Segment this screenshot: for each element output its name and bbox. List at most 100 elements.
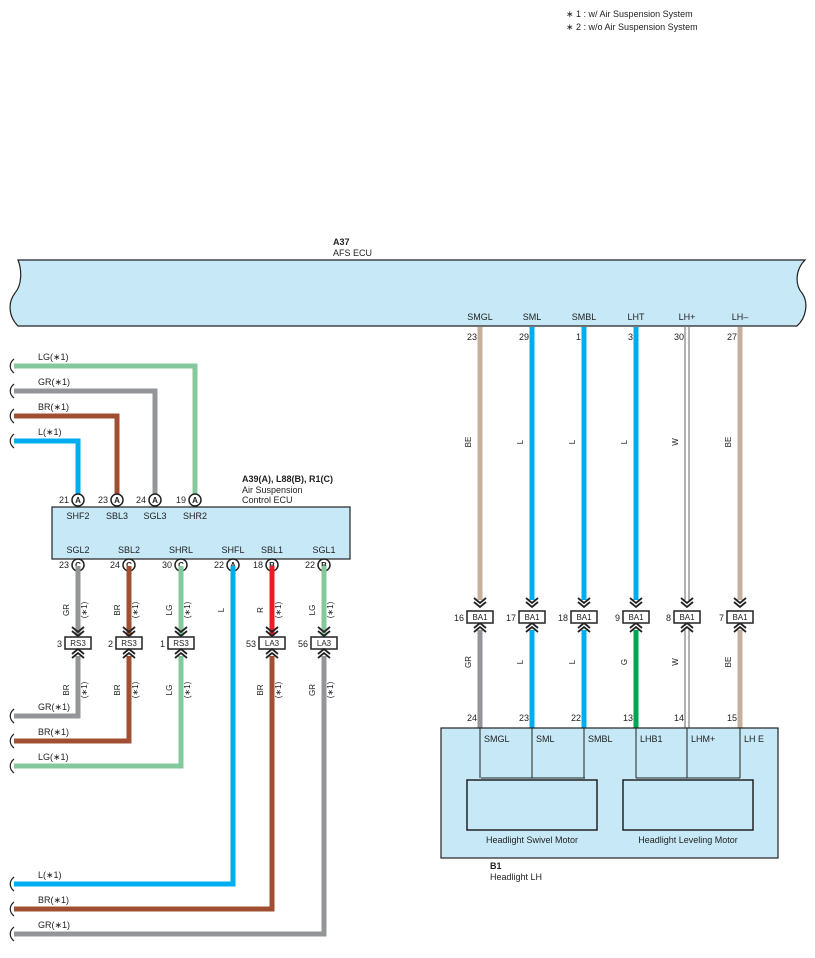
- afs-pin-name-0: SMGL: [467, 312, 493, 322]
- hl-pin-num-3: 13: [623, 713, 633, 723]
- hl-pin-num-0: 24: [467, 713, 477, 723]
- ba1-name-1: BA1: [524, 613, 540, 622]
- ba1-chev-0-0: [473, 625, 487, 633]
- afs-chev-5-0: [733, 597, 747, 605]
- lower-wire-color2-1: BR: [113, 684, 122, 695]
- hl-pin-name-0: SMGL: [484, 734, 510, 744]
- note-1: ∗ 1 : w/ Air Suspension System: [566, 9, 693, 19]
- ba1-name-0: BA1: [472, 613, 488, 622]
- ba1-name-2: BA1: [576, 613, 592, 622]
- lower-wire-color-0: GR: [62, 604, 71, 616]
- lower-chev-0-0: [71, 626, 85, 634]
- as-top-conn-1-ring: [110, 493, 124, 507]
- swivel-motor-box: [466, 779, 598, 831]
- ba1-num-1: 17: [506, 613, 516, 623]
- afs-wire-color-3: L: [620, 439, 629, 444]
- lower-conn-name-4: LA3: [265, 639, 280, 648]
- left-bottom-wires: L(∗1)BR(∗1)GR(∗1): [9, 566, 327, 942]
- as-top-conn-0: A: [75, 496, 81, 505]
- ba1-wire-color-4: W: [671, 658, 680, 666]
- lower-conn-pin-4: 53: [246, 639, 256, 649]
- afs-chev-2-1: [577, 601, 591, 609]
- afs-chev-5-1: [733, 601, 747, 609]
- left-top-break-0: [9, 358, 15, 374]
- as-top-conn-3: A: [192, 496, 198, 505]
- lower-conn-name-1: RS3: [121, 639, 137, 648]
- left-top-break-3: [9, 433, 15, 449]
- left-top-label-0: LG(∗1): [38, 352, 69, 362]
- as-bot-name-1: SBL2: [118, 545, 140, 555]
- afs-pin-num-4: 30: [674, 332, 684, 342]
- left-bot-wire-1: [14, 656, 275, 912]
- lower-chev-1-0: [122, 626, 136, 634]
- lower-conn-name-2: RS3: [173, 639, 189, 648]
- left-bot-break-1: [9, 901, 15, 917]
- lower-chev2-1-1: [122, 647, 136, 655]
- afs-wire-color-5: BE: [724, 437, 733, 448]
- as-top-num-3: 19: [176, 495, 186, 505]
- as-bot-num-0: 23: [59, 560, 69, 570]
- lower-conn-name-5: LA3: [317, 639, 332, 648]
- lower-conn-pin-0: 3: [57, 639, 62, 649]
- as-top-num-2: 24: [136, 495, 146, 505]
- as-top-name-2: SGL3: [143, 511, 166, 521]
- lower-wire-color-3: L: [217, 607, 226, 612]
- left-top-wire-0: [14, 363, 198, 497]
- left-mid-wire-1: [14, 656, 132, 744]
- afs-pin-name-2: SMBL: [572, 312, 597, 322]
- ba1-chev-3-0: [629, 625, 643, 633]
- lower-wire-color2-2: LG: [165, 685, 174, 696]
- left-mid-label-1: BR(∗1): [38, 727, 69, 737]
- ba1-name-4: BA1: [679, 613, 695, 622]
- lower-wire-note-0: (∗1): [80, 601, 89, 618]
- left-bot-label-0: L(∗1): [38, 870, 62, 880]
- afs-chev-2-0: [577, 597, 591, 605]
- lower-chev-5-0: [317, 626, 331, 634]
- lower-chev2-5-1: [317, 647, 331, 655]
- left-mid-wire-2: [14, 656, 184, 769]
- as-bot-conn-1: C: [126, 561, 132, 570]
- lower-chev-2-0: [174, 626, 188, 634]
- left-mid-break-1: [9, 733, 15, 749]
- as-bot-conn-2: C: [178, 561, 184, 570]
- as-bot-conn-0: C: [75, 561, 81, 570]
- as-bot-num-3: 22: [214, 560, 224, 570]
- lower-wire-note2-1: (∗1): [131, 681, 140, 698]
- left-top-label-1: GR(∗1): [38, 377, 70, 387]
- left-top-wires: LG(∗1)GR(∗1)BR(∗1)L(∗1): [9, 352, 198, 497]
- ba1-num-4: 8: [666, 613, 671, 623]
- as-top-conn-2-ring: [148, 493, 162, 507]
- as-bot-num-2: 30: [162, 560, 172, 570]
- afs-chev-4-1: [680, 601, 694, 609]
- afs-chev-1-0: [525, 597, 539, 605]
- air-susp-ecu-name-1: Air Suspension: [242, 485, 303, 495]
- afs-wire-color-0: BE: [464, 437, 473, 448]
- note-2: ∗ 2 : w/o Air Suspension System: [566, 22, 698, 32]
- as-bot-name-0: SGL2: [66, 545, 89, 555]
- lower-wire-color-2: LG: [165, 605, 174, 616]
- ba1-chev-5-0: [733, 625, 747, 633]
- left-mid-break-2: [9, 758, 15, 774]
- left-top-wire-2: [14, 413, 120, 497]
- swivel-motor-label: Headlight Swivel Motor: [486, 835, 578, 845]
- lower-wire-color-4: R: [256, 607, 265, 613]
- afs-wire-color-4: W: [671, 438, 680, 446]
- hl-pin-name-4: LHM+: [691, 734, 715, 744]
- as-top-name-0: SHF2: [66, 511, 89, 521]
- afs-chev-1-1: [525, 601, 539, 609]
- afs-wire-color-2: L: [568, 439, 577, 444]
- afs-chev-3-0: [629, 597, 643, 605]
- lower-chev2-4-1: [265, 647, 279, 655]
- lower-wire-note2-0: (∗1): [80, 681, 89, 698]
- as-top-num-1: 23: [98, 495, 108, 505]
- as-bot-conn-3: A: [230, 561, 236, 570]
- as-bot-conn-4: B: [269, 561, 275, 570]
- hl-pin-name-1: SML: [536, 734, 555, 744]
- afs-pin-num-0: 23: [467, 332, 477, 342]
- leveling-motor-box: [622, 779, 754, 831]
- ba1-num-2: 18: [558, 613, 568, 623]
- headlight-body: [440, 727, 779, 859]
